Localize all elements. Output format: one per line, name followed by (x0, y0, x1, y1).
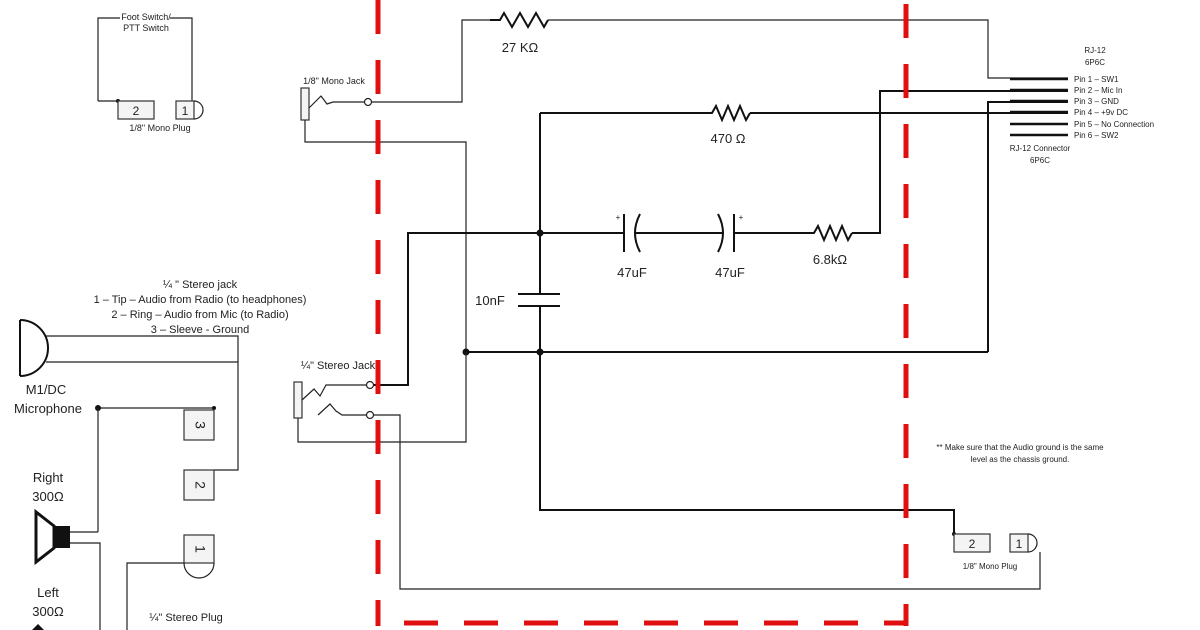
bottom-mono-plug-label: 1/8" Mono Plug (963, 562, 1017, 571)
jack-desc-line-1: ¼ " Stereo jack (163, 279, 238, 291)
plug-pin-1 (183, 534, 215, 564)
capacitor-chain: + 47uF + 47uF 6.8kΩ (371, 90, 1068, 386)
plug-pin-2 (183, 469, 215, 501)
jack-description: ¼ " Stereo jack 1 – Tip – Audio from Rad… (94, 279, 307, 336)
capacitor-10nf-label: 10nF (475, 293, 505, 308)
cap-a-plus: + (616, 213, 621, 222)
bottom-mono-plug: 2 1 1/8" Mono Plug (953, 533, 1038, 571)
plug-pin-3-label: 3 (192, 421, 208, 429)
right-speaker-label-2: 300Ω (32, 489, 64, 504)
headset-circuit: M1/DC Microphone 3 2 1 ¼" Stereo Plug Ri… (14, 319, 239, 630)
plug-pin-2-label: 2 (192, 481, 208, 489)
rj12-label-2: 6P6C (1085, 58, 1105, 67)
plug-pin-3 (183, 409, 215, 441)
top-plug-pin-1-label: 1 (182, 104, 189, 118)
right-speaker-label-1: Right (33, 470, 64, 485)
stereo-plug-label: ¼" Stereo Plug (149, 612, 223, 624)
resistor-470-label: 470 Ω (710, 131, 745, 146)
bottom-plug-pin-1-label: 1 (1016, 537, 1023, 551)
rj12-pin-2: Pin 2 – Mic In (1074, 86, 1122, 95)
rj12-label-1: RJ-12 (1084, 46, 1106, 55)
foot-switch-circuit: Foot Switch/ PTT Switch 2 1 1/8" Mono Pl… (97, 12, 204, 133)
top-plug-pin-1 (175, 100, 195, 120)
resistor-27k-label: 27 KΩ (502, 40, 539, 55)
stereo-jack: ¼" Stereo Jack (293, 352, 1041, 590)
jack-desc-line-4: 3 – Sleeve - Ground (151, 324, 249, 336)
ground-bus: 10nF (462, 101, 1068, 536)
resistor-27k-line: 27 KΩ (371, 10, 1068, 103)
ground-note: ** Make sure that the Audio ground is th… (936, 443, 1104, 464)
bottom-plug-pin-1 (1009, 533, 1029, 553)
jack-desc-line-2: 1 – Tip – Audio from Radio (to headphone… (94, 294, 307, 306)
rj12-pin-5: Pin 5 – No Connection (1074, 120, 1154, 129)
top-plug-pin-2 (117, 100, 155, 120)
capacitor-47uf-a-label: 47uF (617, 265, 647, 280)
rj12-connector: RJ-12 6P6C Pin 1 – SW1 Pin 2 – Mic In Pi… (1010, 46, 1154, 165)
rj12-connector-label-1: RJ-12 Connector (1010, 144, 1071, 153)
mic-label-2: Microphone (14, 401, 82, 416)
rj12-pin-3: Pin 3 – GND (1074, 97, 1119, 106)
plug-pin-1-label: 1 (192, 545, 208, 553)
rj12-connector-label-2: 6P6C (1030, 156, 1050, 165)
left-speaker-icon (32, 624, 44, 630)
left-speaker-label-2: 300Ω (32, 604, 64, 619)
top-mono-plug-label: 1/8" Mono Plug (129, 123, 190, 133)
top-plug-pin-2-label: 2 (133, 104, 140, 118)
rj12-pin-1: Pin 1 – SW1 (1074, 75, 1119, 84)
capacitor-47uf-b-label: 47uF (715, 265, 745, 280)
jack-desc-line-3: 2 – Ring – Audio from Mic (to Radio) (111, 309, 288, 321)
rj12-pin-6: Pin 6 – SW2 (1074, 131, 1119, 140)
mono-jack: 1/8" Mono Jack (300, 76, 467, 352)
enclosure-boundary (375, 0, 909, 626)
mic-label-1: M1/DC (26, 382, 66, 397)
right-speaker-icon (54, 526, 70, 548)
foot-switch-label-1: Foot Switch/ (121, 12, 171, 22)
left-speaker-label-1: Left (37, 585, 59, 600)
stereo-jack-label: ¼" Stereo Jack (301, 360, 376, 372)
foot-switch-label-2: PTT Switch (123, 23, 169, 33)
note-line-1: ** Make sure that the Audio ground is th… (936, 443, 1104, 452)
bottom-plug-pin-2-label: 2 (969, 537, 976, 551)
rj12-pin-4: Pin 4 – +9v DC (1074, 108, 1128, 117)
bottom-plug-pin-2 (953, 533, 991, 553)
note-line-2: level as the chassis ground. (971, 455, 1070, 464)
cap-b-plus: + (739, 213, 744, 222)
mono-jack-label: 1/8" Mono Jack (303, 76, 365, 86)
resistor-6k8-label: 6.8kΩ (813, 252, 848, 267)
